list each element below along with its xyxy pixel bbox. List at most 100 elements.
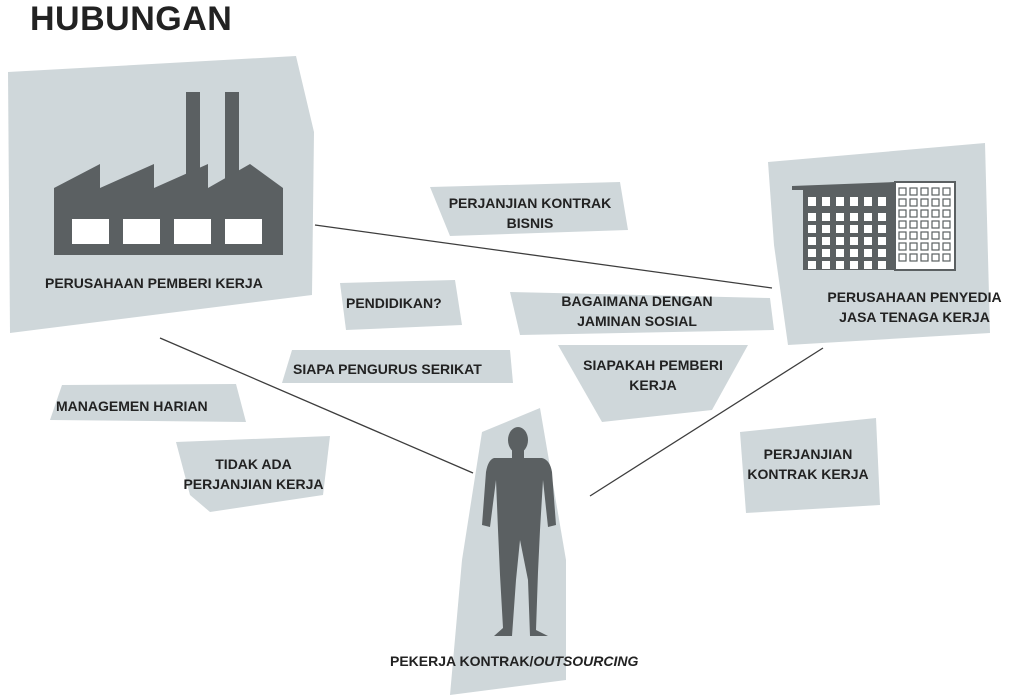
note-panel-work-contract <box>740 418 880 513</box>
note-no-agreement-line2: PERJANJIAN KERJA <box>183 476 324 492</box>
note-social-security-line1: BAGAIMANA DENGAN <box>561 293 713 309</box>
line-employer-to-worker <box>159 337 474 474</box>
note-daily-management: MANAGEMEN HARIAN <box>56 398 208 414</box>
building-window <box>931 220 940 229</box>
employer-label: PERUSAHAAN PEMBERI KERJA <box>45 275 263 291</box>
note-panel-union <box>282 350 513 383</box>
building-window <box>909 242 918 251</box>
note-panel-business-contract <box>430 182 628 236</box>
building-window <box>878 213 886 221</box>
building-window <box>836 261 844 269</box>
building-window <box>864 261 872 269</box>
note-work-contract: PERJANJIAN KONTRAK KERJA <box>734 444 882 484</box>
building-window <box>898 198 907 207</box>
note-panel-education <box>340 280 462 330</box>
office-building-icon <box>792 181 956 271</box>
note-no-agreement-line1: TIDAK ADA <box>215 456 292 472</box>
note-education: PENDIDIKAN? <box>346 295 442 311</box>
standing-person-icon <box>482 427 556 636</box>
building-window <box>920 231 929 240</box>
provider-label-line2: JASA TENAGA KERJA <box>839 309 990 325</box>
building-window <box>920 198 929 207</box>
building-window <box>898 209 907 218</box>
building-window <box>920 253 929 262</box>
building-window <box>931 242 940 251</box>
building-window <box>931 231 940 240</box>
building-window <box>898 187 907 196</box>
building-window-grid <box>808 187 951 269</box>
building-window <box>808 237 816 245</box>
building-window <box>931 209 940 218</box>
note-business-contract: PERJANJIAN KONTRAK BISNIS <box>440 193 620 233</box>
building-window <box>822 261 830 269</box>
line-provider-to-worker <box>589 347 824 497</box>
note-who-employer-line2: KERJA <box>629 377 677 393</box>
note-business-contract-line1: PERJANJIAN KONTRAK <box>448 195 612 211</box>
building-window <box>942 242 951 251</box>
building-window <box>942 220 951 229</box>
building-window <box>942 253 951 262</box>
worker-label: PEKERJA KONTRAK/OUTSOURCING <box>390 651 638 671</box>
building-window <box>836 213 844 221</box>
provider-label: PERUSAHAAN PENYEDIA JASA TENAGA KERJA <box>802 287 1025 327</box>
page-title: HUBUNGAN <box>30 0 233 38</box>
building-window <box>864 213 872 221</box>
building-window <box>898 231 907 240</box>
provider-label-line1: PERUSAHAAN PENYEDIA <box>827 289 1002 305</box>
building-window <box>931 187 940 196</box>
building-window <box>931 253 940 262</box>
building-window <box>942 187 951 196</box>
building-window <box>808 225 816 233</box>
building-window <box>808 249 816 257</box>
building-window <box>920 242 929 251</box>
building-window <box>898 242 907 251</box>
building-window <box>850 225 858 233</box>
note-social-security: BAGAIMANA DENGAN JAMINAN SOSIAL <box>532 291 742 331</box>
building-window <box>909 231 918 240</box>
note-who-employer: SIAPAKAH PEMBERI KERJA <box>568 355 738 395</box>
building-window <box>850 249 858 257</box>
building-window <box>808 261 816 269</box>
building-window <box>898 220 907 229</box>
building-window <box>920 220 929 229</box>
note-panel-social-security <box>510 292 774 335</box>
note-panel-who-employer <box>558 345 748 422</box>
building-window <box>836 249 844 257</box>
building-window <box>822 213 830 221</box>
building-window <box>920 187 929 196</box>
building-window <box>864 225 872 233</box>
building-window <box>864 237 872 245</box>
note-who-employer-line1: SIAPAKAH PEMBERI <box>583 357 723 373</box>
building-window <box>850 237 858 245</box>
building-window <box>931 198 940 207</box>
building-window <box>836 225 844 233</box>
building-window <box>822 249 830 257</box>
worker-label-italic: OUTSOURCING <box>533 653 639 669</box>
building-window <box>850 261 858 269</box>
note-business-contract-line2: BISNIS <box>506 215 554 231</box>
building-window <box>864 249 872 257</box>
building-window <box>942 231 951 240</box>
building-window <box>898 253 907 262</box>
building-window <box>808 213 816 221</box>
worker-label-prefix: PEKERJA KONTRAK/ <box>390 653 534 669</box>
note-panel-daily-management <box>50 384 246 422</box>
note-work-contract-line2: KONTRAK KERJA <box>747 466 869 482</box>
building-window <box>909 220 918 229</box>
building-window <box>850 213 858 221</box>
building-window <box>909 209 918 218</box>
building-window <box>942 198 951 207</box>
building-window <box>878 237 886 245</box>
note-social-security-line2: JAMINAN SOSIAL <box>577 313 697 329</box>
note-no-agreement: TIDAK ADA PERJANJIAN KERJA <box>166 454 341 494</box>
building-window <box>822 237 830 245</box>
building-window <box>878 261 886 269</box>
building-window <box>836 237 844 245</box>
building-window <box>909 253 918 262</box>
note-union: SIAPA PENGURUS SERIKAT <box>293 361 482 377</box>
building-window <box>909 198 918 207</box>
building-window <box>942 209 951 218</box>
building-window <box>920 209 929 218</box>
building-window <box>909 187 918 196</box>
